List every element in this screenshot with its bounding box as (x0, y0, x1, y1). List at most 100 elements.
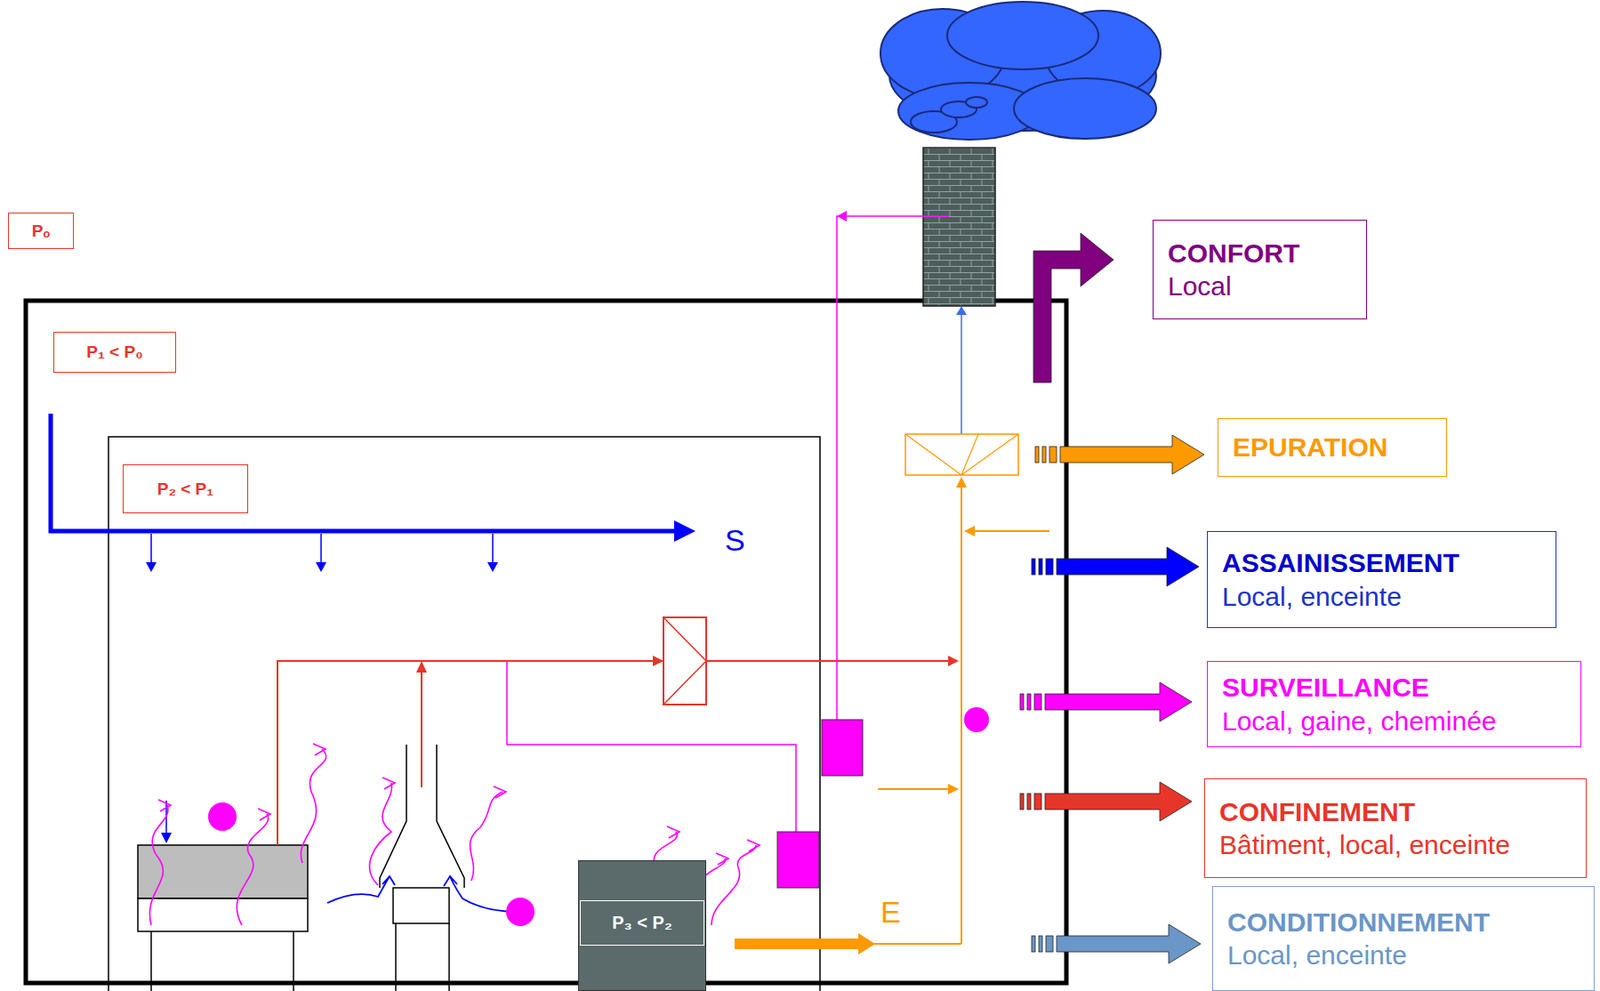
smoke-cloud (880, 1, 1161, 140)
drawing-part (663, 617, 707, 705)
contamination-squiggle (149, 804, 169, 925)
function-arrow (1045, 781, 1192, 821)
local-wall (108, 436, 821, 991)
drawing-part (208, 802, 237, 831)
function-box: ASSAINISSEMENTLocal, enceinte (1206, 530, 1557, 628)
drawing-part (734, 932, 876, 955)
arrow-dash (1038, 558, 1043, 575)
arrow-dash (1045, 558, 1054, 575)
arrow-dash (1034, 793, 1042, 810)
drawing-part (964, 707, 989, 732)
contamination-squiggles (149, 743, 760, 957)
contamination-squiggle (369, 782, 393, 885)
drawing-part (506, 216, 949, 832)
building-wall (25, 300, 1067, 983)
drawing-part (416, 660, 427, 673)
arrow-dash (1042, 446, 1046, 463)
drawing-part (151, 533, 493, 837)
drawing-part (652, 655, 664, 667)
function-box: CONFINEMENTBâtiment, local, enceinte (1204, 778, 1587, 878)
function-box: EPURATION (1217, 418, 1448, 477)
arrow-dash (1045, 935, 1054, 952)
drawing-part (327, 876, 395, 903)
arrow-dash (1049, 446, 1057, 463)
drawing-part (836, 487, 1050, 944)
drawing-part (836, 210, 847, 222)
chimney (923, 147, 996, 306)
extract-label: E (880, 896, 901, 927)
drawing-part (277, 660, 952, 845)
drawing-part (393, 887, 450, 924)
arrow-dash (1020, 693, 1024, 710)
arrow-dash (1027, 793, 1031, 810)
glove-box: P₃ < P₂ (578, 860, 707, 991)
drawing-part (965, 96, 988, 108)
drawing-part (137, 898, 308, 932)
function-box: CONFORTLocal (1152, 219, 1367, 320)
box-subtitle: Local, enceinte (1227, 938, 1580, 973)
function-arrow (1045, 682, 1192, 722)
supply-label: S (724, 524, 746, 555)
drawing-part (315, 562, 327, 572)
function-arrow (1060, 434, 1205, 475)
drawing-part (947, 1, 1099, 70)
box-title: P₁ < P₀ (86, 341, 143, 363)
arrow-dash (1027, 693, 1031, 710)
box-title: P₃ < P₂ (579, 900, 705, 946)
arrow-dash (1031, 558, 1036, 575)
box-title: SURVEILLANCE (1222, 670, 1567, 705)
function-arrow (1056, 924, 1201, 964)
box-title: CONFORT (1167, 236, 1352, 271)
drawing-part (674, 520, 696, 542)
drawing-part (487, 562, 499, 572)
drawing-part (145, 562, 157, 572)
box-subtitle: Local, gaine, cheminée (1222, 704, 1567, 739)
arrow-dash (1020, 793, 1024, 810)
box-title: Pₒ (32, 220, 50, 242)
squiggle-head (158, 799, 171, 812)
drawing-part (443, 876, 518, 912)
confinement-duct (277, 617, 959, 845)
contamination-squiggle (469, 791, 503, 881)
arrow-dash (1035, 446, 1039, 463)
drawing-part (956, 476, 967, 488)
arrow-dash (1031, 935, 1036, 952)
drawing-part (821, 719, 863, 776)
box-subtitle: Local (1167, 269, 1352, 304)
drawing-part (663, 617, 707, 705)
arrow-dash (1034, 693, 1042, 710)
drawing-part (956, 305, 967, 315)
drawing-part (1013, 78, 1157, 139)
comfort-arrow (1033, 233, 1114, 383)
box-title: P₂ < P₁ (157, 478, 214, 500)
drawing-part (948, 655, 959, 667)
drawing-part (506, 897, 535, 926)
pressure-box: P₁ < P₀ (53, 331, 177, 373)
squiggle-head (257, 808, 271, 821)
drawing-part (395, 923, 450, 991)
work-bench (137, 844, 308, 991)
box-title: CONFINEMENT (1219, 795, 1572, 829)
contamination-squiggle (711, 844, 756, 925)
drawing-part (160, 832, 172, 844)
box-title: CONDITIONNEMENT (1227, 905, 1580, 940)
function-box: SURVEILLANCELocal, gaine, cheminée (1206, 660, 1582, 748)
supply-air-line (50, 305, 967, 912)
pressure-box: Pₒ (8, 212, 74, 250)
drawing-part (905, 434, 1019, 475)
box-subtitle: Local, enceinte (1222, 579, 1542, 614)
function-box: CONDITIONNEMENTLocal, enceinte (1212, 885, 1595, 991)
squiggle-head (667, 826, 680, 838)
contamination-squiggle (236, 813, 268, 925)
function-arrows (1020, 233, 1205, 964)
drawing-part (964, 525, 975, 537)
squiggle-head (493, 786, 507, 798)
drawing-part (948, 783, 959, 795)
arrow-dash (1038, 935, 1043, 952)
function-arrow (1056, 546, 1199, 587)
drawing-part (151, 931, 294, 991)
squiggle-head (382, 777, 395, 789)
drawing-part (50, 413, 676, 531)
drawing-part (960, 313, 963, 435)
box-subtitle: Bâtiment, local, enceinte (1219, 828, 1572, 862)
